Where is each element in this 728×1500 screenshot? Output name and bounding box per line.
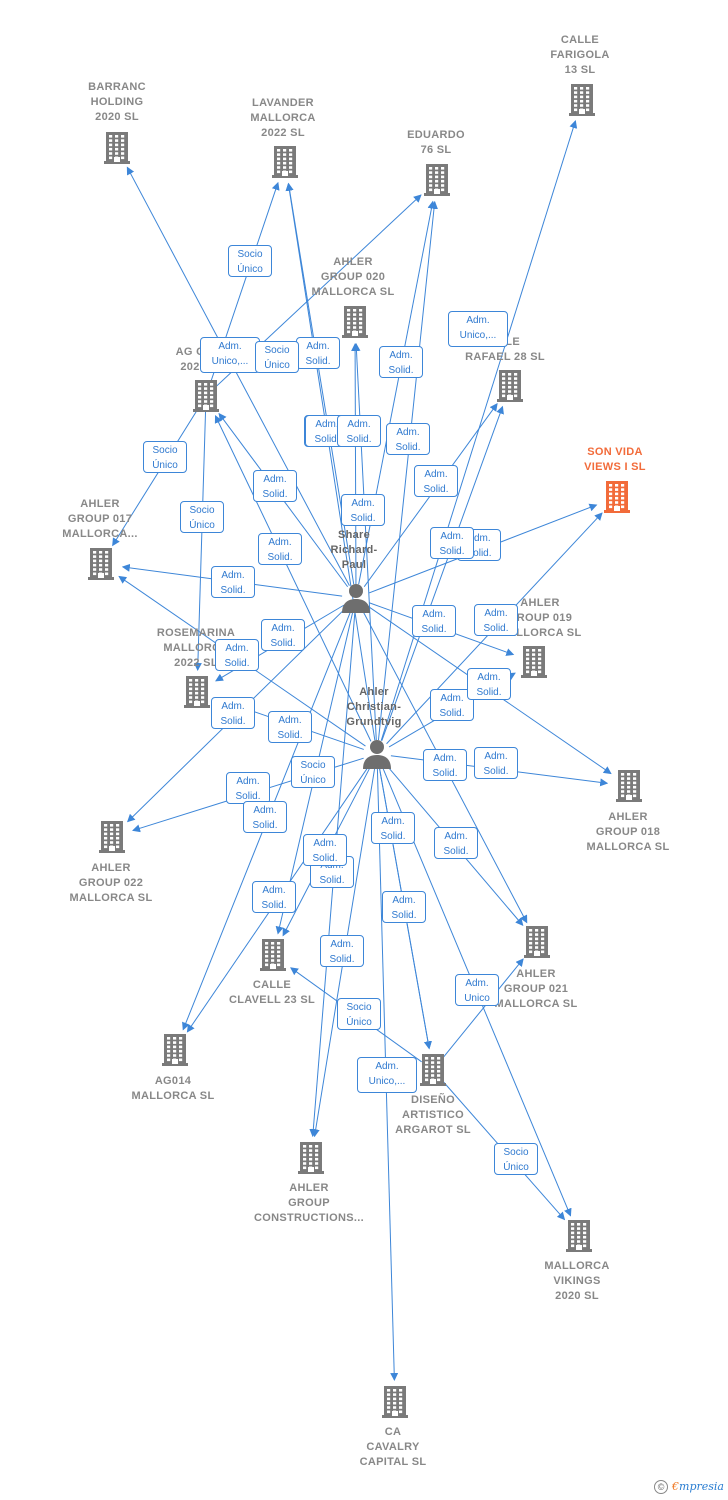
- building-icon[interactable]: [342, 306, 368, 338]
- person-label-christian[interactable]: Ahler Christian- Grundtvig: [346, 686, 402, 728]
- edge-label-share-eduardo[interactable]: Adm. Solid.: [379, 346, 423, 378]
- building-icon[interactable]: [260, 939, 286, 971]
- company-label-diseno[interactable]: DISEÑO ARTISTICO ARGAROT SL: [395, 1094, 471, 1136]
- edge-label-share-rafael[interactable]: Adm. Solid.: [414, 465, 458, 497]
- edge-label-christian-ag021[interactable]: Adm. Solid.: [434, 827, 478, 859]
- edge-label-christian-clavell[interactable]: Adm. Solid.: [252, 881, 296, 913]
- edge-diseno-ag021: [441, 958, 524, 1060]
- edge-label-christian-ag014[interactable]: Adm. Solid.: [243, 801, 287, 833]
- edge-label-christian-diseno[interactable]: Adm. Solid.: [320, 935, 364, 967]
- company-label-ag021[interactable]: AHLER GROUP 021 MALLORCA SL: [494, 968, 578, 1010]
- building-icon[interactable]: [424, 164, 450, 196]
- edge-label-diseno-clavell[interactable]: Socio Único: [337, 998, 381, 1030]
- edge-label-diseno-vikings[interactable]: Socio Único: [494, 1143, 538, 1175]
- company-label-barranc[interactable]: BARRANC HOLDING 2020 SL: [88, 81, 146, 123]
- edge-label-ag2020-eduardo[interactable]: Socio Único: [255, 341, 299, 373]
- edge-label-christian-ag2020[interactable]: Adm. Solid.: [268, 711, 312, 743]
- edge-label-share-ag022[interactable]: Adm. Solid.: [261, 619, 305, 651]
- edge-share-ag020: [351, 342, 360, 585]
- edge-ag2020-rosemarina: [193, 409, 207, 672]
- edge-label-share-ag019[interactable]: Adm. Solid.: [412, 605, 456, 637]
- building-icon[interactable]: [616, 770, 642, 802]
- company-label-ag014[interactable]: AG014 MALLORCA SL: [131, 1075, 215, 1102]
- copyright-icon: ©: [654, 1480, 669, 1494]
- building-icon[interactable]: [382, 1386, 408, 1418]
- building-icon[interactable]: [298, 1142, 324, 1174]
- edge-label-christian-eduardo[interactable]: Adm. Solid.: [386, 423, 430, 455]
- company-label-ag020[interactable]: AHLER GROUP 020 MALLORCA SL: [311, 256, 395, 298]
- building-icon[interactable]: [193, 380, 219, 412]
- person-icon[interactable]: [362, 739, 392, 769]
- edge-label-share-constructions[interactable]: Adm. Solid.: [258, 533, 302, 565]
- edge-christian-lavander: [285, 182, 376, 741]
- edge-label-ag2020-rosemarina[interactable]: Socio Único: [180, 501, 224, 533]
- company-label-eduardo[interactable]: EDUARDO 76 SL: [407, 129, 465, 156]
- edge-label-share-rosemarina[interactable]: Adm. Solid.: [430, 527, 474, 559]
- edge-christian-ag2020: [214, 414, 372, 742]
- company-label-lavander[interactable]: LAVANDER MALLORCA 2022 SL: [250, 97, 316, 139]
- building-icon[interactable]: [497, 370, 523, 402]
- building-icon[interactable]: [162, 1034, 188, 1066]
- edge-label-share-ag021[interactable]: Adm. Solid.: [474, 604, 518, 636]
- company-label-ag019[interactable]: AHLER GROUP 019 MALLORCA SL: [498, 597, 582, 639]
- edge-label-share-ag018[interactable]: Adm. Solid.: [303, 834, 347, 866]
- edge-label-christian-sonvida[interactable]: Adm. Solid.: [467, 668, 511, 700]
- building-icon[interactable]: [524, 926, 550, 958]
- edge-label-christian-rosemarina[interactable]: Adm. Solid.: [215, 639, 259, 671]
- building-icon[interactable]: [104, 132, 130, 164]
- edge-christian-eduardo: [377, 200, 438, 741]
- person-icon[interactable]: [341, 583, 371, 613]
- edge-label-christian-lavander[interactable]: Adm. Solid.: [341, 494, 385, 526]
- company-label-farigola[interactable]: CALLE FARIGOLA 13 SL: [550, 34, 610, 76]
- company-label-constructions[interactable]: AHLER GROUP CONSTRUCTIONS...: [254, 1182, 364, 1224]
- building-icon[interactable]: [420, 1054, 446, 1086]
- edge-label-christian-farigola[interactable]: Adm. Unico,...: [448, 311, 508, 347]
- building-icon[interactable]: [184, 676, 210, 708]
- edge-label-share-lavander[interactable]: Adm. Solid.: [296, 337, 340, 369]
- building-icon[interactable]: [569, 84, 595, 116]
- building-icon[interactable]: [566, 1220, 592, 1252]
- person-label-share[interactable]: Share Richard- Paul: [330, 529, 378, 571]
- edge-label-christian-ag019[interactable]: Adm. Solid.: [423, 749, 467, 781]
- edge-label-share-ag017[interactable]: Adm. Solid.: [211, 566, 255, 598]
- company-label-ag018[interactable]: AHLER GROUP 018 MALLORCA SL: [586, 811, 670, 853]
- edge-label-christian-diseno[interactable]: Adm. Solid.: [371, 812, 415, 844]
- building-icon[interactable]: [99, 821, 125, 853]
- edge-christian-rafael: [381, 405, 504, 742]
- building-icon[interactable]: [521, 646, 547, 678]
- building-icon[interactable]: [88, 548, 114, 580]
- building-icon[interactable]: [604, 481, 630, 513]
- edge-label-ag2020-ag017[interactable]: Socio Único: [143, 441, 187, 473]
- edge-label-christian-rafael[interactable]: Adm. Solid.: [430, 689, 474, 721]
- edge-label-share-ag014[interactable]: Adm. Solid.: [211, 697, 255, 729]
- company-label-sonvida[interactable]: SON VIDA VIEWS I SL: [584, 446, 646, 473]
- edge-label-christian-ag020[interactable]: Adm. Solid.: [337, 415, 381, 447]
- company-label-cavalry[interactable]: CA CAVALRY CAPITAL SL: [359, 1426, 427, 1468]
- company-label-ag017[interactable]: AHLER GROUP 017 MALLORCA...: [62, 498, 138, 540]
- edge-label-share-ag2020[interactable]: Adm. Solid.: [253, 470, 297, 502]
- company-label-rosemarina[interactable]: ROSEMARINA MALLORCA 2022 SL: [156, 627, 236, 669]
- edge-christian-ag020: [352, 342, 377, 741]
- company-label-clavell[interactable]: CALLE CLAVELL 23 SL: [228, 979, 315, 1006]
- company-label-ag022[interactable]: AHLER GROUP 022 MALLORCA SL: [69, 862, 153, 904]
- edge-label-christian-cavalry[interactable]: Adm. Solid.: [382, 891, 426, 923]
- empresia-logo: €mpresia: [672, 1479, 724, 1493]
- edge-label-ag2020-lavander[interactable]: Socio Único: [228, 245, 272, 277]
- edge-label-diseno-ag021[interactable]: Adm. Unico,...: [357, 1057, 417, 1093]
- edge-label-christian-ag018[interactable]: Adm. Solid.: [474, 747, 518, 779]
- company-label-vikings[interactable]: MALLORCA VIKINGS 2020 SL: [544, 1260, 610, 1302]
- footer-brand: ©€mpresia: [654, 1480, 724, 1494]
- edge-label-share-barranc[interactable]: Adm. Unico,...: [200, 337, 260, 373]
- edge-ag2020-ag017: [112, 407, 200, 547]
- edge-label-christian-ag017[interactable]: Adm. Solid.: [226, 772, 270, 804]
- edge-label-christian-ag022[interactable]: Socio Único: [291, 756, 335, 788]
- edge-share-barranc: [126, 166, 350, 586]
- building-icon[interactable]: [272, 146, 298, 178]
- edge-label-christian-vikings[interactable]: Adm. Unico: [455, 974, 499, 1006]
